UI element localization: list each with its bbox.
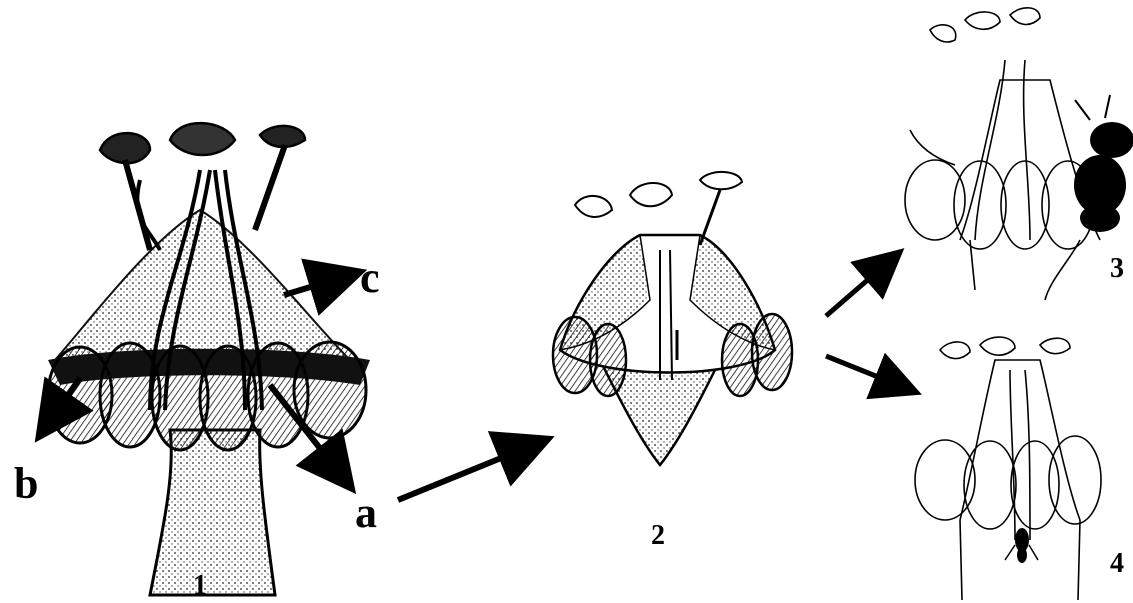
label-a: a	[355, 487, 377, 538]
small-insect-icon	[1005, 528, 1038, 563]
flower-3-stigmas	[930, 8, 1040, 42]
flower-4-petals	[915, 436, 1101, 529]
flower-3-petals	[905, 160, 1094, 249]
flower-2	[553, 172, 792, 465]
arrow-1-to-2	[398, 443, 538, 500]
arrow-2-to-4	[826, 356, 908, 389]
flower-4-stigmas	[940, 337, 1070, 359]
arrow-2-to-3	[826, 258, 893, 316]
flower-1-hairy-cone	[55, 210, 350, 360]
arrows-2-to-3-4	[826, 258, 908, 389]
label-b: b	[14, 458, 38, 509]
figure-number-1: 1	[193, 570, 207, 602]
figure-number-4: 4	[1110, 548, 1124, 580]
flower-1	[48, 123, 370, 595]
arrow-to-c	[284, 275, 350, 295]
label-c: c	[360, 252, 380, 303]
flower-1-stalk	[150, 430, 275, 595]
figure-number-2: 2	[651, 520, 665, 552]
bee-icon	[1074, 95, 1133, 232]
flower-3	[905, 8, 1100, 300]
figure-number-3: 3	[1110, 253, 1124, 285]
flower-4	[915, 337, 1101, 600]
